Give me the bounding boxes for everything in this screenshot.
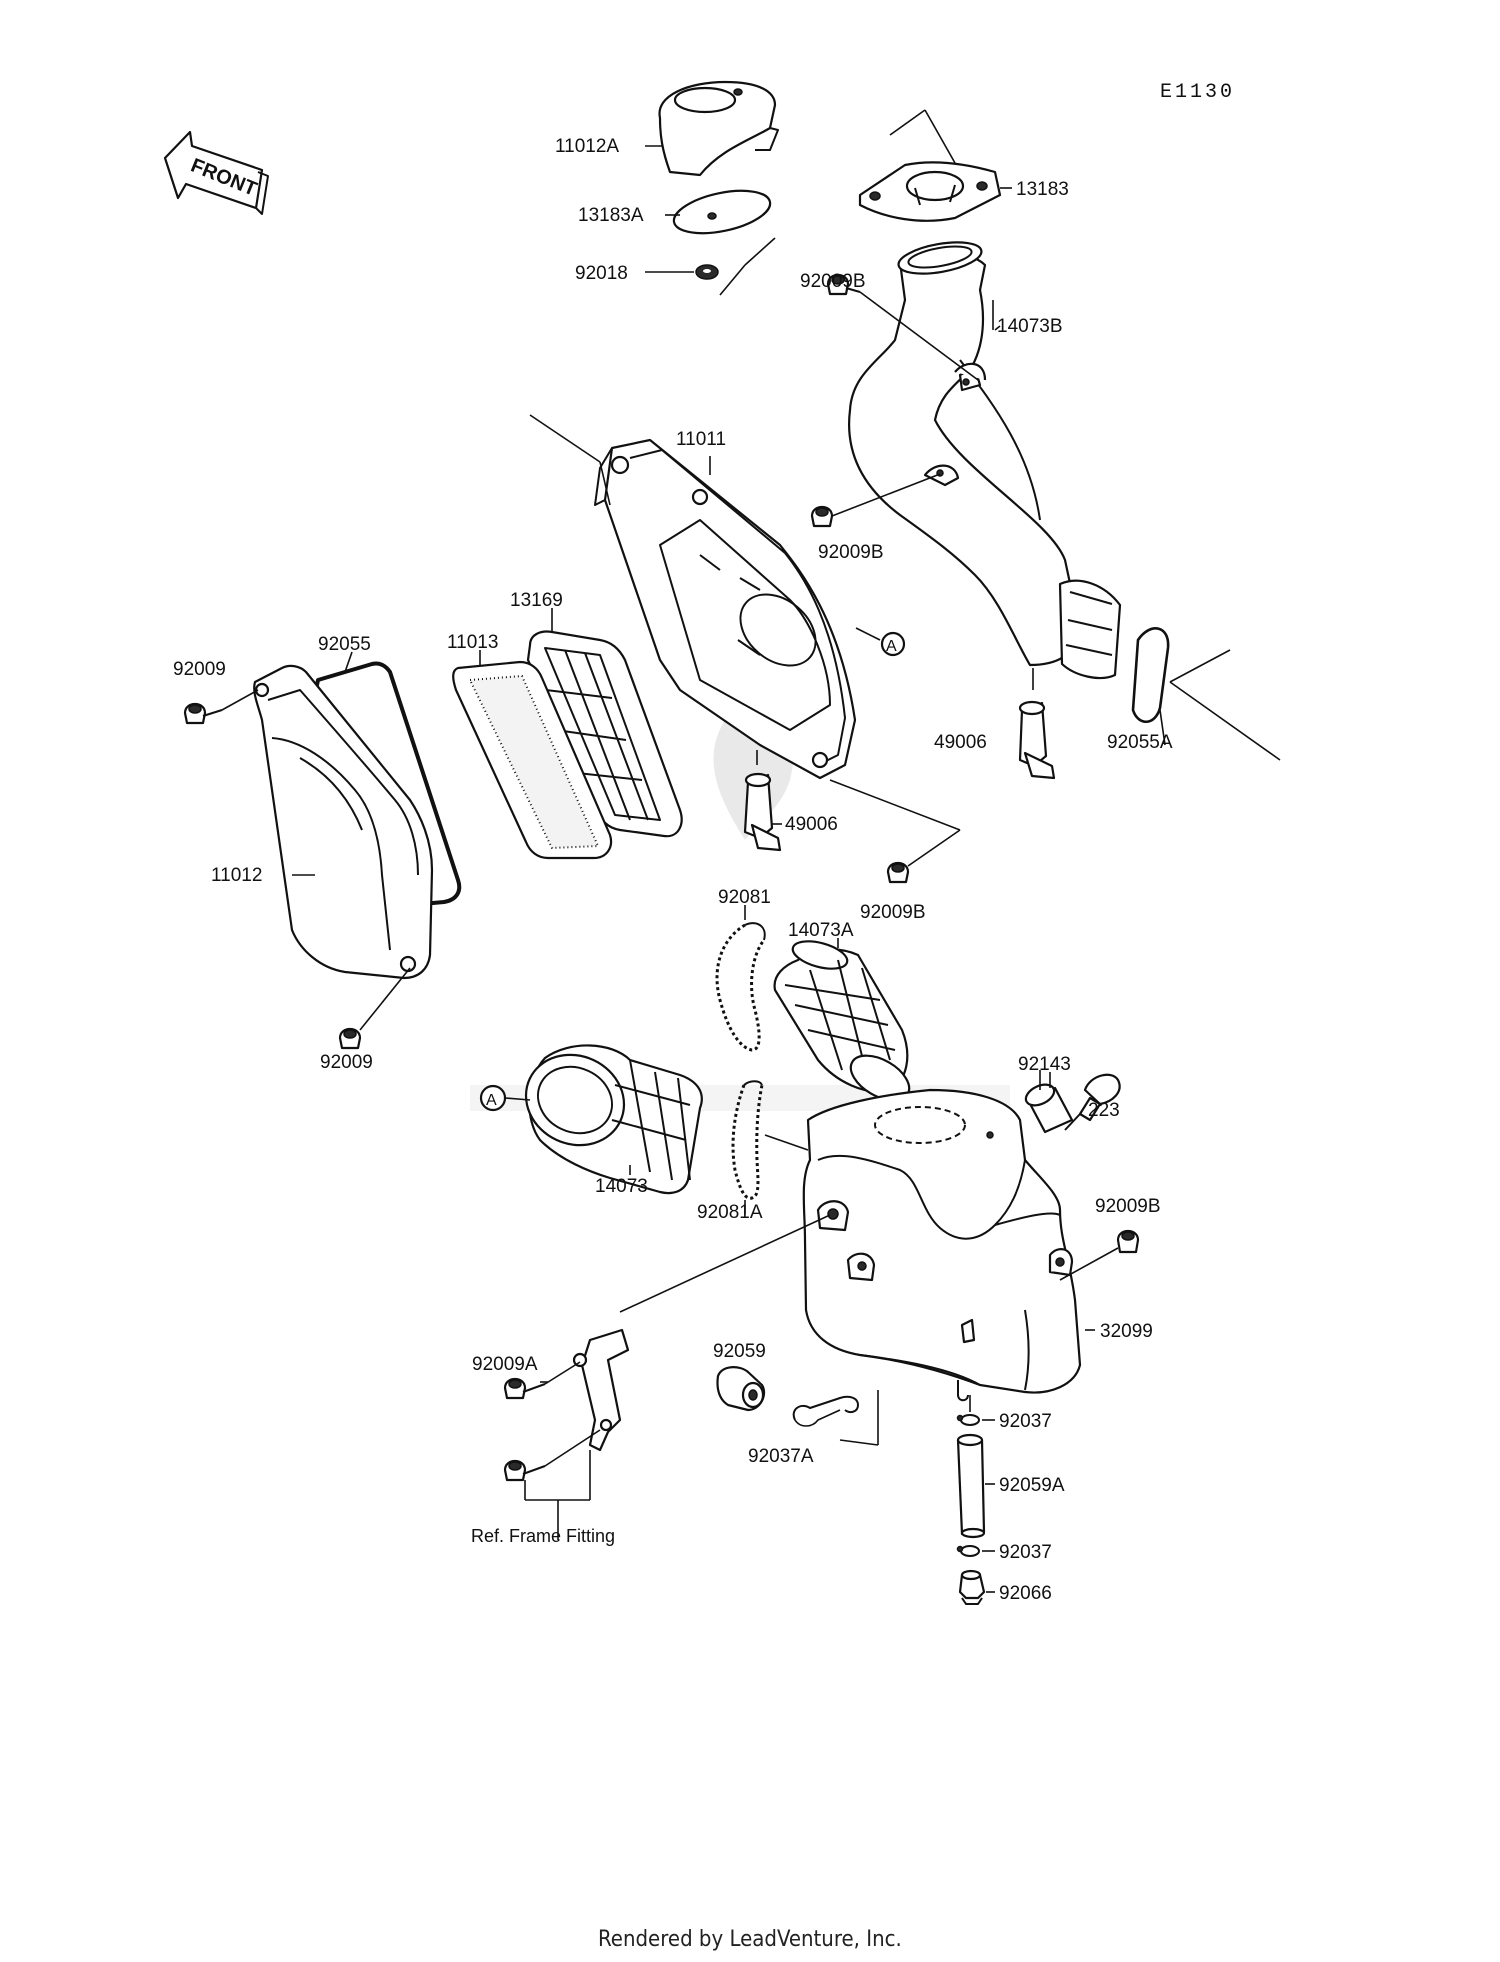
label-13183A: 13183A [578,205,644,226]
label-11013: 11013 [447,632,498,653]
part-92009-bolt-top [183,702,223,725]
part-92143-collar [1024,1083,1074,1134]
part-13183A-plate [672,189,772,235]
label-92066: 92066 [999,1583,1052,1604]
part-14073-intake-boot [524,1044,703,1195]
label-14073A: 14073A [788,920,854,941]
part-92018-nut [695,264,719,280]
part-11011-air-cleaner-housing [594,438,857,780]
label-32099: 32099 [1100,1321,1153,1342]
label-11012: 11012 [211,865,262,886]
label-92059A: 92059A [999,1475,1065,1496]
part-14073A-carb-boot [773,940,911,1102]
part-bracket [572,1328,630,1452]
part-92009-bolt-bottom [338,1027,362,1050]
label-49006-1: 49006 [934,732,987,753]
label-92009B-1: 92009B [800,271,866,292]
part-13169-filter-frame [526,630,683,838]
part-92055A-duct-seal [1131,627,1170,724]
label-14073: 14073 [595,1176,648,1197]
label-11012A: 11012A [555,136,619,157]
part-92009B-bolt-1 [826,273,861,296]
part-92059-drain-cap [716,1366,766,1412]
part-11012-air-cleaner-cover [253,664,434,980]
callout-a-bottom [479,1084,507,1112]
callout-a-top [880,631,906,657]
label-92081: 92081 [718,887,771,908]
label-92009B-4: 92009B [1095,1196,1161,1217]
label-92037A: 92037A [748,1446,814,1467]
part-92009A-bolt-lower [503,1459,546,1482]
label-11011: 11011 [676,429,726,450]
label-92143: 92143 [1018,1054,1071,1075]
part-92081-clamp-upper [715,922,766,1052]
label-13183: 13183 [1016,179,1069,200]
label-13169: 13169 [510,590,563,611]
part-92066-plug [958,1569,986,1605]
part-11013-filter-element [452,660,613,860]
label-92055A: 92055A [1107,732,1173,753]
part-14073B-intake-duct [848,241,1122,680]
part-49006-drain-left [743,750,782,852]
label-92009B-2: 92009B [818,542,884,563]
label-92009A: 92009A [472,1354,538,1375]
part-92037-clip-lower [956,1545,980,1557]
part-92009B-bolt-2 [810,505,834,528]
label-ref-frame-fitting: Ref. Frame Fitting [471,1526,615,1546]
part-92009B-bolt-3 [886,861,910,884]
label-92009B-3: 92009B [860,902,926,923]
part-92009A-bolt-upper [503,1377,546,1400]
label-49006-2: 49006 [785,814,838,835]
label-92037-2: 92037 [999,1542,1052,1563]
part-32099-air-box [802,1088,1082,1402]
label-92009-2: 92009 [320,1052,373,1073]
part-92037A-clip [792,1395,859,1427]
part-11012A-cap [658,80,779,177]
part-92081A-clamp-lower [731,1080,764,1200]
label-92059: 92059 [713,1341,766,1362]
part-223-bolt [1064,1073,1121,1131]
label-92055: 92055 [318,634,371,655]
part-92059A-drain-tube [956,1433,986,1539]
part-92009B-bolt-4 [1116,1229,1140,1254]
callout-a-bottom-label: A [486,1092,497,1109]
callout-a-top-label: A [886,638,897,655]
diagram-code: E1130 [1160,81,1235,104]
part-92037-clip-upper [956,1414,980,1426]
label-223: 223 [1088,1100,1120,1121]
label-14073B: 14073B [997,316,1063,337]
part-13183-flange [858,161,1002,222]
front-direction-arrow: FRONT [163,130,269,215]
footer-credit: Rendered by LeadVenture, Inc. [598,1927,902,1952]
label-92081A: 92081A [697,1202,763,1223]
label-92009-1: 92009 [173,659,226,680]
part-49006-drain-right [1018,668,1056,780]
label-92037-1: 92037 [999,1411,1052,1432]
label-92018: 92018 [575,263,628,284]
